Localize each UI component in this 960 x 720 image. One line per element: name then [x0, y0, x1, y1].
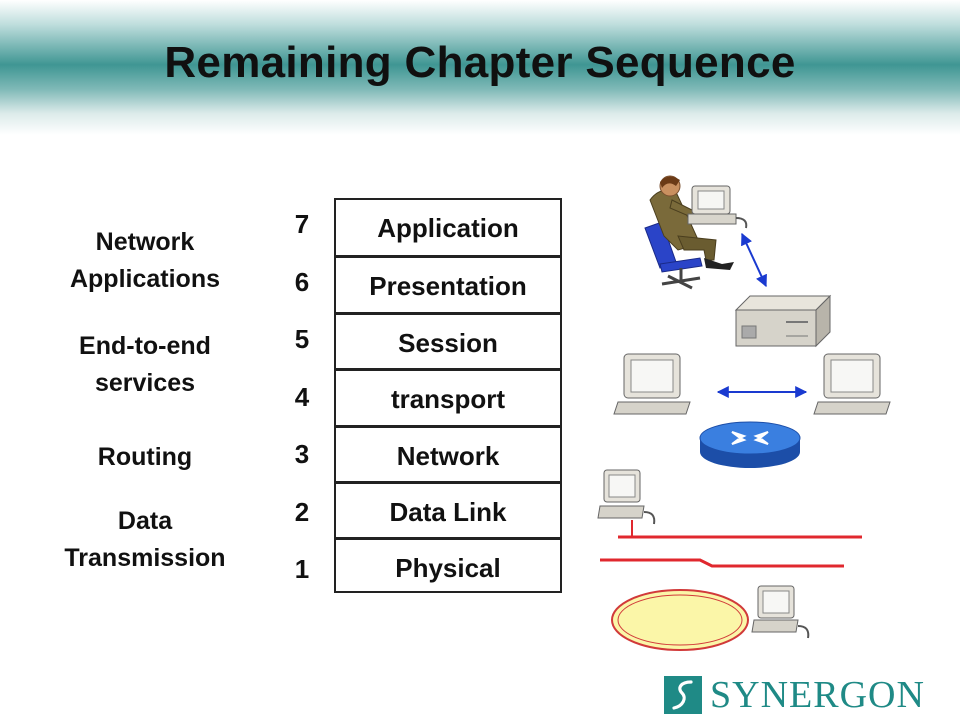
category-line: services [94, 369, 196, 397]
layer-divider [336, 537, 560, 540]
category-line: Network [95, 228, 195, 256]
layer-physical: Physical [395, 552, 501, 583]
category-data-transmission: Data Transmission [30, 503, 260, 577]
layer-network: Network [396, 440, 500, 471]
layer-data-link: Data Link [389, 496, 507, 527]
layer-number: 7 [294, 209, 310, 239]
router-icon [699, 421, 801, 468]
terminal-icon [751, 585, 810, 639]
synergon-logo: SYNERGON [664, 676, 925, 714]
layer-number: 1 [294, 554, 310, 584]
category-line: Data [117, 507, 173, 535]
category-line: Applications [69, 265, 220, 293]
category-network-applications: Network Applications [30, 224, 260, 298]
layer-divider [336, 312, 560, 315]
layer-session: Session [398, 327, 498, 358]
layer-presentation: Presentation [369, 270, 527, 301]
category-line: End-to-end [79, 332, 211, 360]
layer-transport: transport [390, 383, 506, 414]
layer-application: Application [377, 212, 519, 243]
terminal-icon [597, 469, 656, 525]
osi-layer-stack: Application Presentation Session transpo… [334, 198, 562, 593]
layer-divider [336, 425, 560, 428]
layer-divider [336, 481, 560, 484]
server-icon [734, 294, 832, 348]
layer-number: 2 [294, 497, 310, 527]
header-band [0, 0, 960, 135]
connection-arrow [741, 232, 767, 288]
desktop-computer-icon [613, 353, 691, 415]
ring-network-icon [611, 589, 749, 651]
category-line: Transmission [64, 544, 226, 572]
layer-number: 3 [294, 439, 310, 469]
link-line [600, 558, 844, 568]
category-end-to-end: End-to-end services [30, 328, 260, 402]
layer-divider [336, 255, 560, 258]
desktop-computer-icon [813, 353, 891, 415]
slide-title: Remaining Chapter Sequence [164, 38, 796, 87]
person-at-computer-icon [644, 175, 748, 290]
layer-divider [336, 368, 560, 371]
layer-number: 4 [294, 382, 310, 412]
logo-mark-icon [664, 676, 702, 714]
logo-text: SYNERGON [710, 674, 925, 716]
ring-inner-line [617, 594, 743, 646]
layer-number: 6 [294, 267, 310, 297]
category-line: Routing [97, 443, 193, 471]
category-routing: Routing [30, 439, 260, 476]
layer-number: 5 [294, 324, 310, 354]
